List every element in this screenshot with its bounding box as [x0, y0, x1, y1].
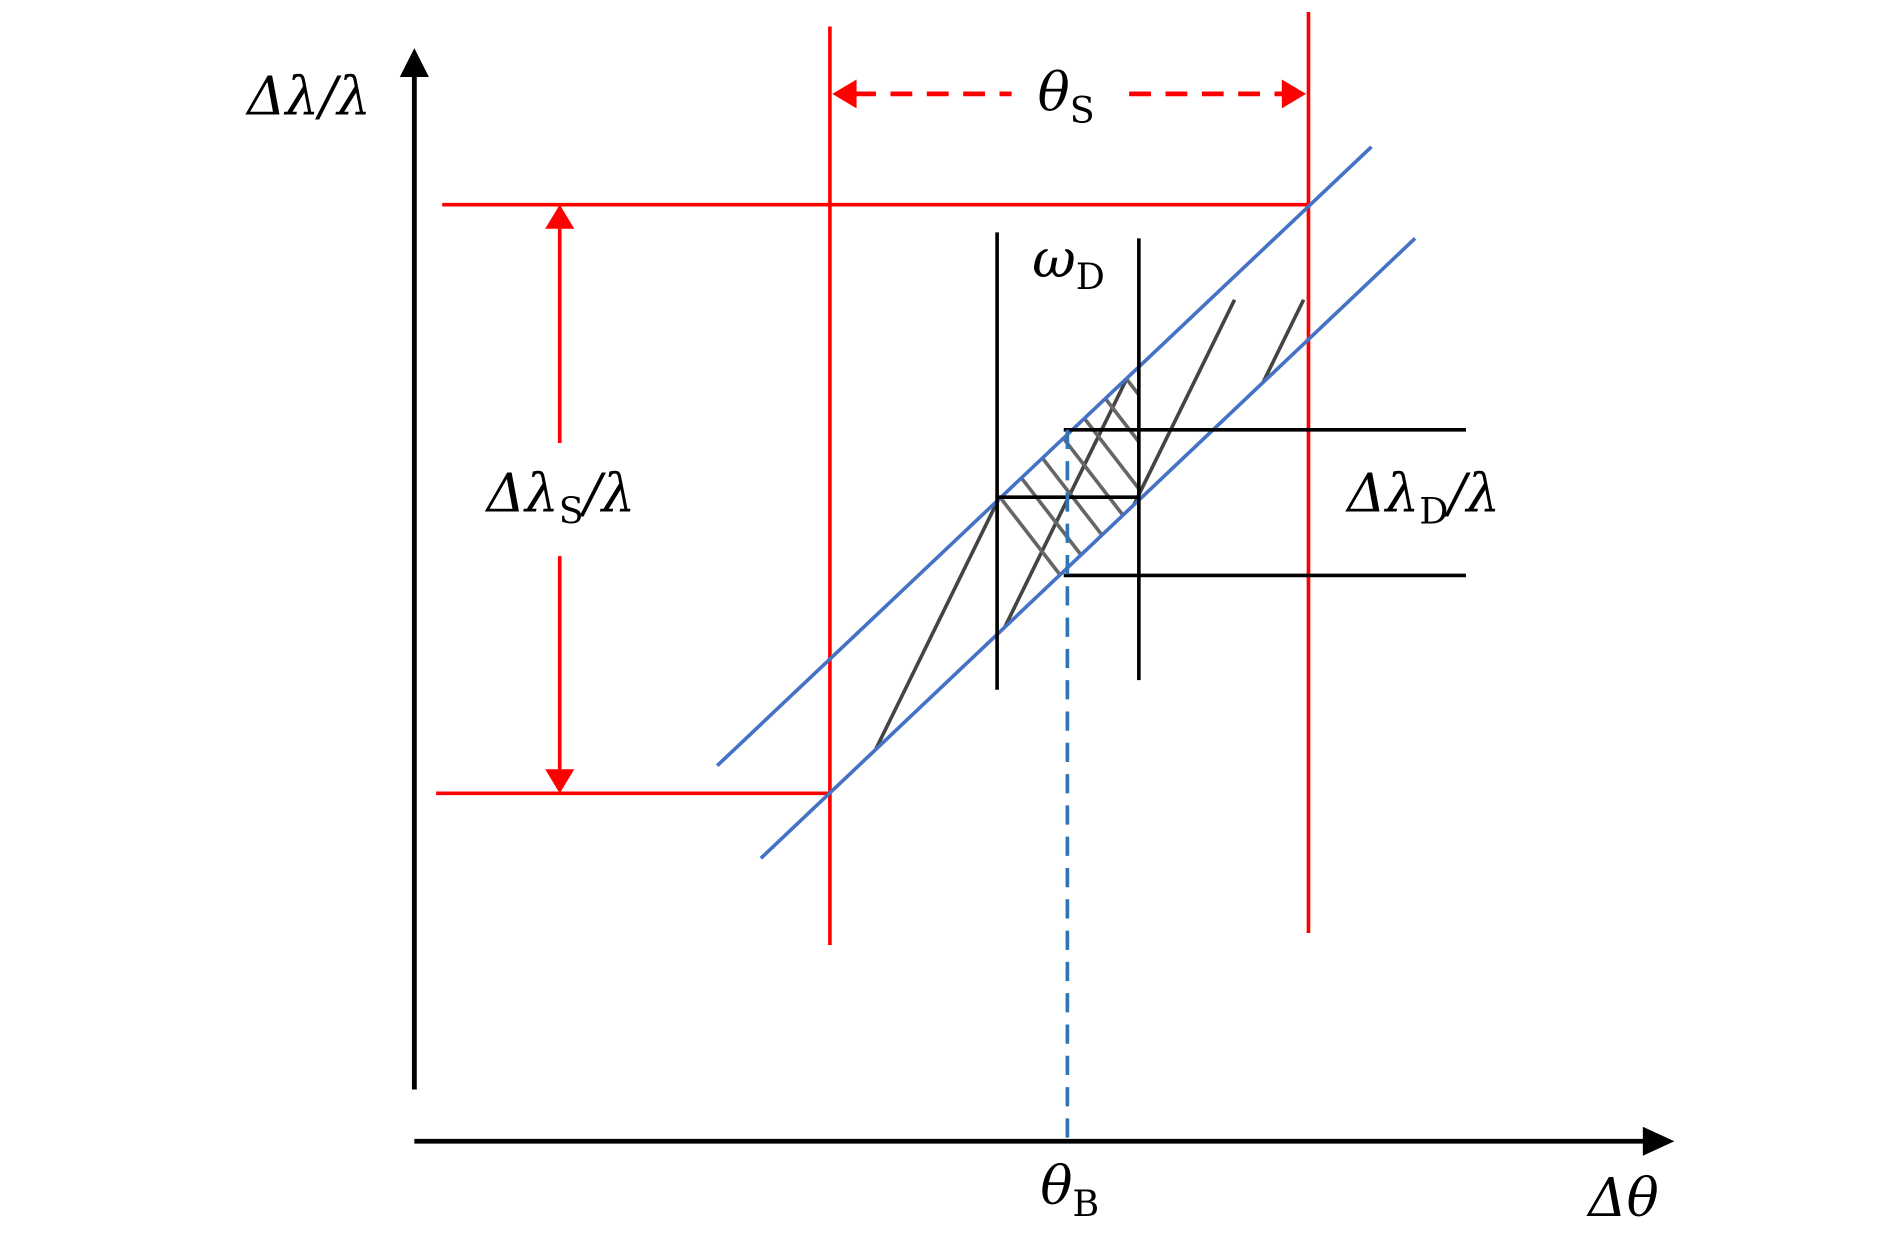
arrow-down-icon — [545, 769, 575, 794]
crosshatch-line — [1064, 299, 1139, 616]
hatch-line — [1242, 298, 1309, 793]
hatch-line — [966, 298, 1237, 793]
y-axis-arrow-icon — [399, 48, 429, 78]
crosshatch-line — [997, 299, 1092, 616]
blue-line-lower — [759, 237, 1417, 860]
theta-s-label: θS — [1038, 62, 1095, 132]
crosshatch-line — [1212, 301, 1454, 614]
arrow-left-icon — [832, 79, 857, 109]
x-axis-label: Δθ — [1586, 1167, 1659, 1229]
hatch-line — [1104, 298, 1309, 793]
crosshatch-line — [1137, 299, 1139, 616]
blue-line-upper — [715, 145, 1373, 767]
hatch-region — [829, 298, 1580, 843]
y-axis-label: Δλ/λ — [245, 66, 371, 128]
x-axis-arrow-icon — [1642, 1126, 1675, 1156]
omega-d-label: ωD — [1032, 228, 1105, 298]
crosshatch-line — [997, 299, 1139, 616]
crosshatch-line — [997, 299, 1129, 616]
arrow-up-icon — [545, 204, 575, 229]
theta-b-label: θB — [1040, 1155, 1099, 1225]
arrow-right-icon — [1281, 79, 1307, 109]
dlambda-d-label: ΔλD/λ — [1345, 463, 1500, 533]
crosshatch-region — [997, 299, 1454, 616]
crosshatch-line — [997, 299, 1139, 616]
hatch-line — [1313, 300, 1580, 843]
dlambda-s-label: ΔλS/λ — [484, 463, 635, 533]
